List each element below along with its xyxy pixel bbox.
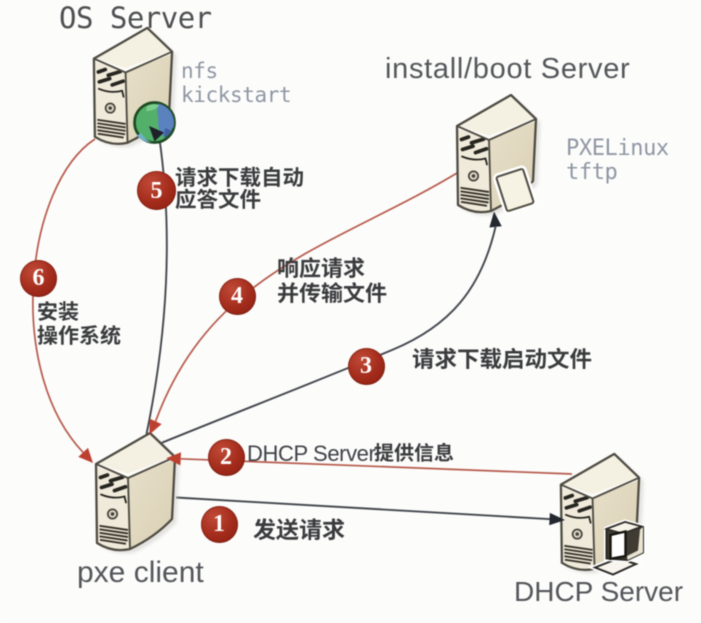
- step-5-number: 5: [150, 177, 163, 204]
- arrow-5-head: [149, 126, 164, 142]
- globe-icon: [133, 101, 176, 144]
- step-4-label-line-1-glyphs: [278, 257, 365, 279]
- os-server-annotation-line-1: nfs: [181, 59, 218, 83]
- pxe-client-icon: [96, 433, 180, 554]
- step-1-badge: 1: [200, 505, 238, 543]
- os-server-title: OS Server: [59, 1, 212, 35]
- step-3-number: 3: [360, 353, 372, 379]
- step-2-badge: 2: [207, 438, 245, 476]
- step-2-number: 2: [220, 444, 232, 470]
- step-5-label-line-1-glyphs: [175, 166, 303, 188]
- step-6-badge: 6: [20, 259, 57, 297]
- step-6-label-line-1-glyphs: [38, 301, 79, 321]
- arrow-1-head: [549, 512, 565, 526]
- step-3-badge: 3: [347, 347, 385, 385]
- step-2-label-latin: DHCP Server: [247, 441, 376, 466]
- step-5-label-line-2-glyphs: [175, 188, 261, 210]
- step-4-label-line-2-glyphs: [278, 282, 387, 304]
- arrow-6-head: [78, 447, 93, 463]
- os-server-annotation-line-2: kickstart: [181, 83, 292, 107]
- step-6-label-line-2-glyphs: [37, 325, 121, 345]
- arrow-2-line: [180, 457, 573, 475]
- step-labels: [37, 166, 592, 541]
- arrow-1-line: [175, 496, 552, 521]
- pxe-client-title: pxe client: [77, 556, 204, 589]
- step-3-label-glyphs: [412, 347, 592, 370]
- install-server-annotation-line-2: tftp: [566, 160, 618, 185]
- step-2-label-cjk-glyphs: [374, 442, 454, 462]
- step-1-label-glyphs: [253, 518, 345, 541]
- arrow-3-line: [159, 226, 497, 445]
- arrow-2-head: [166, 452, 181, 466]
- step-4-badge: 4: [218, 277, 256, 315]
- workstation-icon: [587, 519, 646, 578]
- arrow-3-head: [489, 211, 502, 228]
- install-server-annotation-line-1: PXELinux: [566, 136, 669, 161]
- step-4-number: 4: [231, 283, 243, 309]
- arrow-heads: [78, 126, 565, 526]
- dhcp-server-title: DHCP Server: [514, 576, 684, 607]
- step-5-badge: 5: [137, 171, 176, 210]
- step-1-number: 1: [213, 511, 225, 537]
- document-icon: [493, 165, 537, 215]
- arrow-4-head: [149, 418, 162, 435]
- install-server-title: install/boot Server: [385, 53, 631, 85]
- step-6-number: 6: [32, 265, 45, 291]
